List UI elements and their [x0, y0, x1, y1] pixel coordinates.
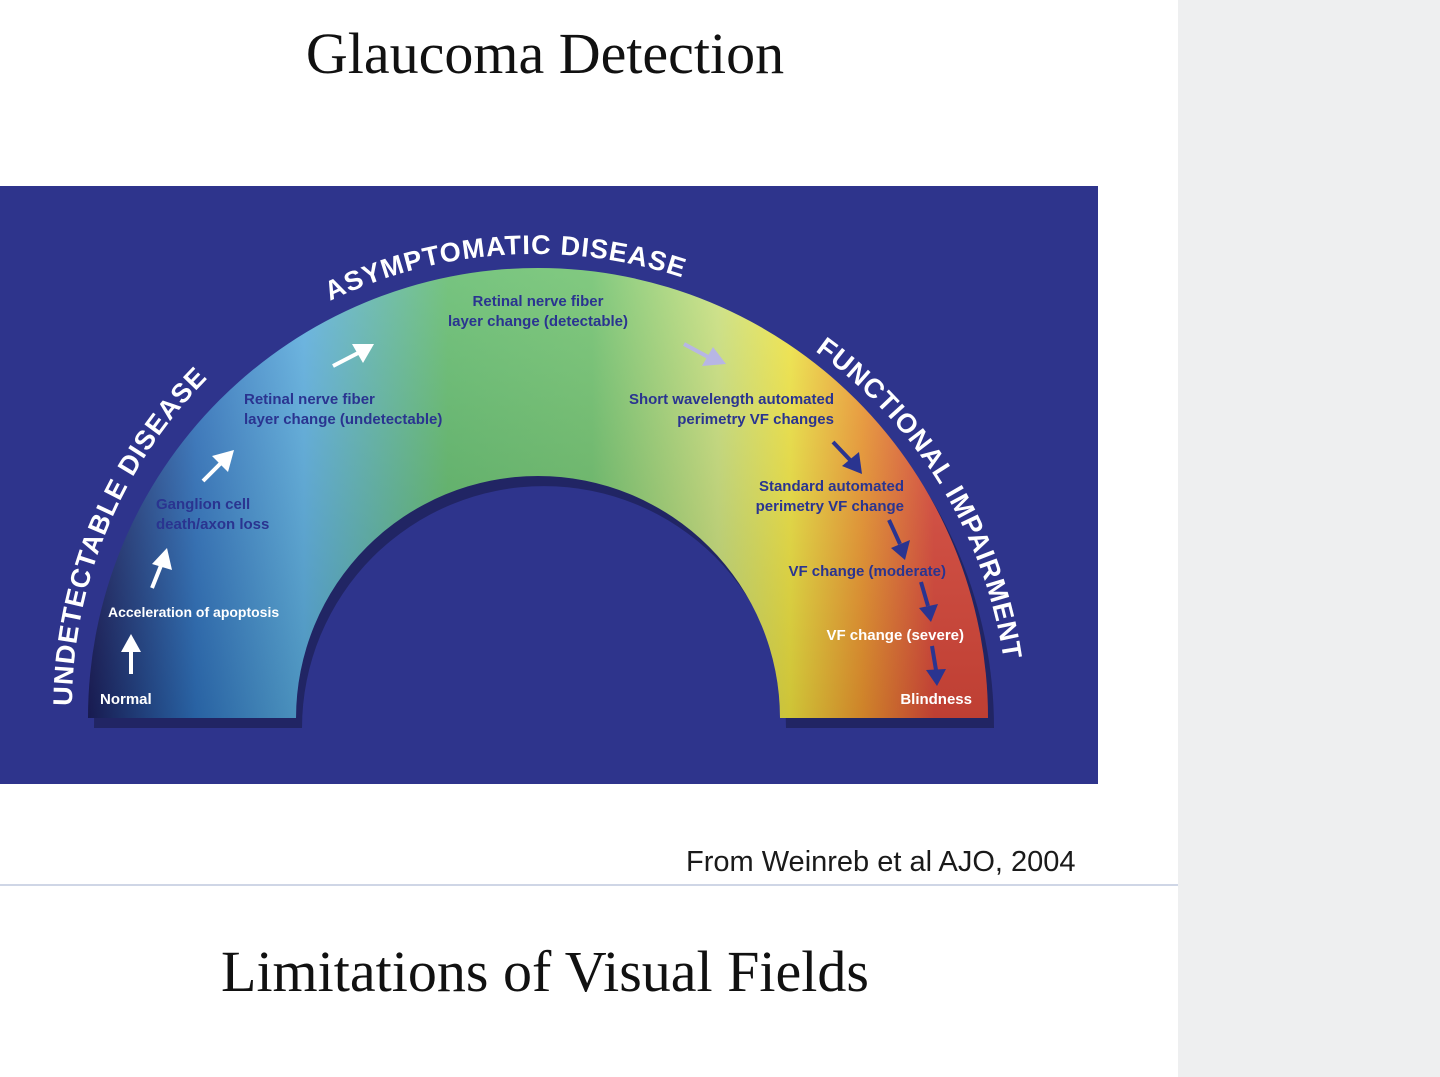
arrow-up-icon: [150, 548, 172, 589]
arrow-up-right-icon: [201, 450, 234, 483]
stage-ganglion-line2: death/axon loss: [156, 516, 269, 533]
stage-vf-severe: VF change (severe): [826, 627, 964, 644]
arrow-up-right-icon: [332, 344, 374, 368]
slide-divider: [0, 884, 1178, 886]
arc-diagram-svg: UNDETECTABLE DISEASE ASYMPTOMATIC DISEAS…: [48, 230, 1026, 728]
arrow-down-icon: [926, 645, 946, 686]
arrow-up-icon: [121, 634, 141, 674]
side-panel: [1178, 0, 1440, 1077]
arrow-down-right-light-icon: [683, 342, 726, 366]
stage-sap-line1: Standard automated: [759, 478, 904, 495]
progression-arrows-white: [121, 344, 374, 674]
arrow-down-right-icon: [831, 440, 862, 474]
stage-swap-line1: Short wavelength automated: [629, 391, 834, 408]
stage-ganglion-line1: Ganglion cell: [156, 496, 250, 513]
stage-rnfl-undetectable-line1: Retinal nerve fiber: [244, 391, 375, 408]
stage-vf-moderate: VF change (moderate): [788, 563, 946, 580]
stage-swap-line2: perimetry VF changes: [677, 411, 834, 428]
glaucoma-continuum-diagram: UNDETECTABLE DISEASE ASYMPTOMATIC DISEAS…: [0, 186, 1098, 784]
arrow-down-icon: [887, 519, 910, 560]
citation: From Weinreb et al AJO, 2004: [686, 846, 1076, 878]
stage-apoptosis: Acceleration of apoptosis: [108, 604, 279, 620]
arc-shading: [88, 268, 988, 718]
progression-arrows-dark: [831, 440, 946, 686]
stage-rnfl-detectable-line2: layer change (detectable): [448, 313, 628, 330]
next-slide-title: Limitations of Visual Fields: [221, 939, 869, 1004]
stage-rnfl-detectable-line1: Retinal nerve fiber: [473, 293, 604, 310]
stage-rnfl-undetectable-line2: layer change (undetectable): [244, 411, 442, 428]
slide: Glaucoma Detection: [0, 21, 1178, 1004]
stage-normal: Normal: [100, 691, 152, 708]
slide-title: Glaucoma Detection: [305, 21, 785, 86]
arrow-down-icon: [919, 581, 938, 622]
stage-sap-line2: perimetry VF change: [756, 498, 904, 515]
stage-blindness: Blindness: [900, 691, 972, 708]
